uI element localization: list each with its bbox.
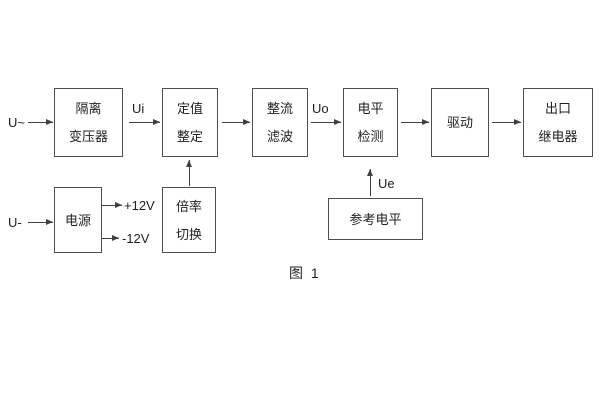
block-ratio-switch: 倍率 切换: [162, 187, 216, 253]
block-reference-level: 参考电平: [328, 198, 423, 240]
arrow-ratio-to-setting: [186, 160, 192, 186]
block-label-line: 参考电平: [349, 211, 402, 227]
arrow-ue: [367, 169, 373, 196]
arrow-plus-12v: [102, 202, 122, 208]
block-driver: 驱动: [431, 88, 489, 157]
block-isolation-transformer: 隔离 变压器: [54, 88, 123, 157]
signal-uo-label: Uo: [312, 101, 329, 116]
arrow-ui: [129, 119, 160, 125]
block-power-supply: 电源: [54, 187, 102, 253]
block-label-line: 整流: [266, 101, 293, 116]
block-label-line: 定值: [176, 101, 203, 116]
signal-ue-label: Ue: [378, 176, 395, 191]
block-label-line: 继电器: [538, 129, 578, 144]
block-label-line: 切换: [175, 226, 202, 242]
block-label-line: 检测: [357, 129, 384, 144]
block-output-relay: 出口 继电器: [523, 88, 593, 157]
block-label-line: 电源: [64, 212, 91, 228]
block-label-line: 整定: [176, 129, 203, 144]
block-level-detection: 电平 检测: [343, 88, 398, 157]
block-label-line: 变压器: [68, 129, 108, 144]
block-label-line: 出口: [544, 101, 571, 116]
block-label-line: 滤波: [266, 129, 293, 144]
plus-12v-label: +12V: [124, 198, 155, 213]
signal-ui-label: Ui: [132, 101, 145, 116]
input-ac-label: U~: [8, 115, 25, 130]
minus-12v-label: -12V: [122, 231, 150, 246]
block-rectifier-filter: 整流 滤波: [252, 88, 308, 157]
arrow-minus-12v: [102, 235, 119, 241]
input-dc-label: U-: [8, 215, 22, 230]
block-label-line: 电平: [357, 101, 384, 116]
arrow-uo: [311, 119, 341, 125]
arrow-setting-to-rectifier: [222, 119, 250, 125]
block-label-line: 倍率: [175, 198, 202, 214]
block-value-setting: 定值 整定: [162, 88, 218, 157]
block-label-line: 驱动: [446, 115, 473, 130]
figure-caption: 图 1: [289, 265, 321, 281]
arrow-driver-to-relay: [492, 119, 521, 125]
arrow-dc-input: [28, 219, 53, 225]
arrow-ac-input: [28, 119, 53, 125]
block-label-line: 隔离: [75, 101, 102, 116]
arrow-level-to-driver: [401, 119, 429, 125]
